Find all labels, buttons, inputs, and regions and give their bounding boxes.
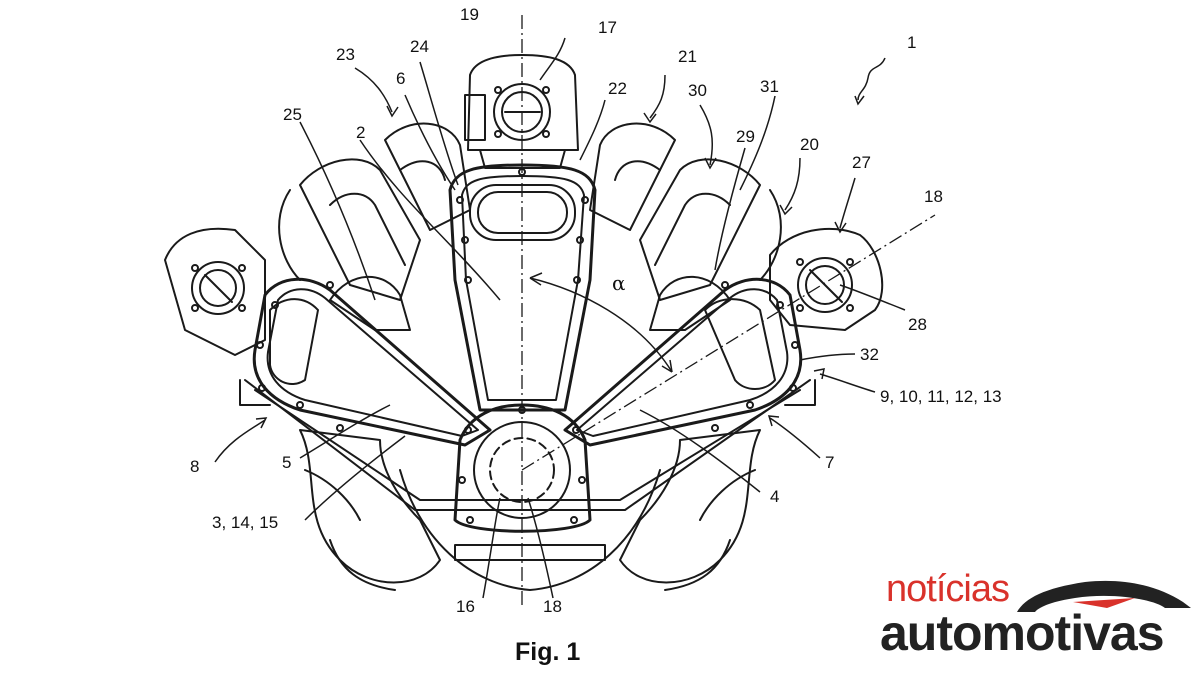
ref-5: 5 (282, 453, 291, 472)
lower-exhaust-right (619, 429, 761, 591)
right-intake-runners (589, 122, 782, 331)
ref-25: 25 (283, 105, 302, 124)
ref-16: 16 (456, 597, 475, 616)
ref-3-14-15: 3, 14, 15 (212, 513, 278, 532)
ref-23: 23 (336, 45, 355, 64)
figure-caption: Fig. 1 (515, 638, 580, 666)
ref-2: 2 (356, 123, 365, 142)
leader-lines (214, 37, 906, 599)
angle-alpha-indicator (529, 272, 673, 373)
ref-28: 28 (908, 315, 927, 334)
ref-19: 19 (460, 5, 479, 24)
ref-18-lower: 18 (543, 597, 562, 616)
ref-1: 1 (907, 33, 916, 52)
ref-27: 27 (852, 153, 871, 172)
left-plenum (252, 277, 492, 447)
ref-30: 30 (688, 81, 707, 100)
brand-line-2: automotivas (880, 605, 1165, 661)
ref-6: 6 (396, 69, 405, 88)
car-silhouette-icon (1017, 580, 1191, 612)
oblique-axis-18 (521, 214, 936, 471)
ref-31: 31 (760, 77, 779, 96)
right-plenum (563, 277, 803, 447)
ref-8: 8 (190, 457, 199, 476)
ref-24: 24 (410, 37, 429, 56)
ref-21: 21 (678, 47, 697, 66)
central-collector (453, 403, 592, 533)
ref-9-13: 9, 10, 11, 12, 13 (880, 387, 1002, 406)
ref-4: 4 (770, 487, 779, 506)
ref-32: 32 (860, 345, 879, 364)
left-intake-runners (278, 122, 471, 331)
lower-housing (399, 469, 661, 591)
lower-exhaust-left (299, 429, 441, 591)
ref-7: 7 (825, 453, 834, 472)
ref-17: 17 (598, 18, 617, 37)
left-throttle-body (164, 227, 266, 356)
brand-logo: notícias automotivas (880, 568, 1195, 668)
brand-line-1: notícias (886, 568, 1010, 610)
outer-frame (239, 379, 816, 511)
right-throttle-body (769, 227, 884, 331)
ref-29: 29 (736, 127, 755, 146)
ref-20: 20 (800, 135, 819, 154)
angle-alpha-label: α (612, 271, 626, 295)
ref-22: 22 (608, 79, 627, 98)
ref-18-upper: 18 (924, 187, 943, 206)
